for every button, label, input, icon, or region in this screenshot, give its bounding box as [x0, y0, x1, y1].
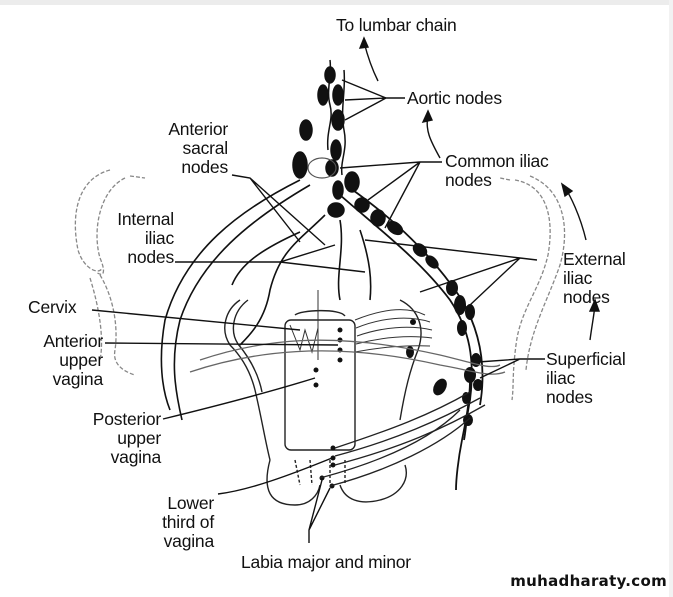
label-line: upper	[117, 428, 161, 448]
label-line: nodes	[181, 157, 228, 177]
label-line: vagina	[110, 447, 162, 467]
internal-iliac-vessels	[160, 179, 372, 421]
label-line: nodes	[127, 247, 174, 267]
pelvis-outline-right	[499, 175, 566, 401]
label-line: sacral	[182, 138, 229, 158]
label-line: Lower	[167, 493, 214, 513]
label-line: iliac	[546, 368, 576, 388]
label-anterior-upper-vagina: Anterior upper vagina	[0, 332, 103, 389]
watermark: muhadharaty.com	[510, 572, 667, 590]
label-line: vagina	[163, 531, 215, 551]
label-posterior-upper-vagina: Posterior upper vagina	[60, 410, 161, 467]
right-border	[669, 0, 673, 597]
label-line: Internal	[117, 209, 174, 229]
superficial-lymphatics	[189, 339, 506, 487]
label-anterior-sacral-nodes: Anterior sacral nodes	[120, 120, 228, 177]
sacral-promontory	[307, 157, 337, 179]
label-line: Superficial	[546, 349, 626, 369]
label-line: upper	[59, 350, 103, 370]
label-line: iliac	[563, 268, 593, 288]
uterus-vagina-outline	[224, 299, 422, 506]
label-labia: Labia major and minor	[241, 552, 411, 572]
top-border	[0, 0, 673, 5]
label-to-lumbar-chain: To lumbar chain	[336, 15, 457, 35]
pelvis-outline-left	[74, 169, 146, 376]
label-line: vagina	[52, 369, 104, 389]
label-line: nodes	[445, 170, 492, 190]
label-lower-third-of-vagina: Lower third of vagina	[130, 494, 214, 551]
label-external-iliac-nodes: External iliac nodes	[563, 250, 626, 307]
label-internal-iliac-nodes: Internal iliac nodes	[70, 210, 174, 267]
label-aortic-nodes: Aortic nodes	[407, 88, 502, 108]
label-line: Anterior	[168, 119, 228, 139]
label-cervix: Cervix	[28, 297, 77, 317]
label-line: iliac	[144, 228, 174, 248]
label-line: Posterior	[92, 409, 161, 429]
label-superficial-iliac-nodes: Superficial iliac nodes	[546, 350, 626, 407]
label-line: third of	[162, 512, 214, 532]
label-line: nodes	[563, 287, 610, 307]
label-line: Anterior	[43, 331, 103, 351]
aortic-node-chain	[292, 59, 386, 227]
label-common-iliac-nodes: Common iliac nodes	[445, 152, 549, 190]
label-line: nodes	[546, 387, 593, 407]
label-line: External	[563, 249, 626, 269]
external-iliac-node-chain	[386, 220, 483, 426]
label-line: Common iliac	[445, 151, 549, 171]
leader-lines	[91, 36, 600, 543]
